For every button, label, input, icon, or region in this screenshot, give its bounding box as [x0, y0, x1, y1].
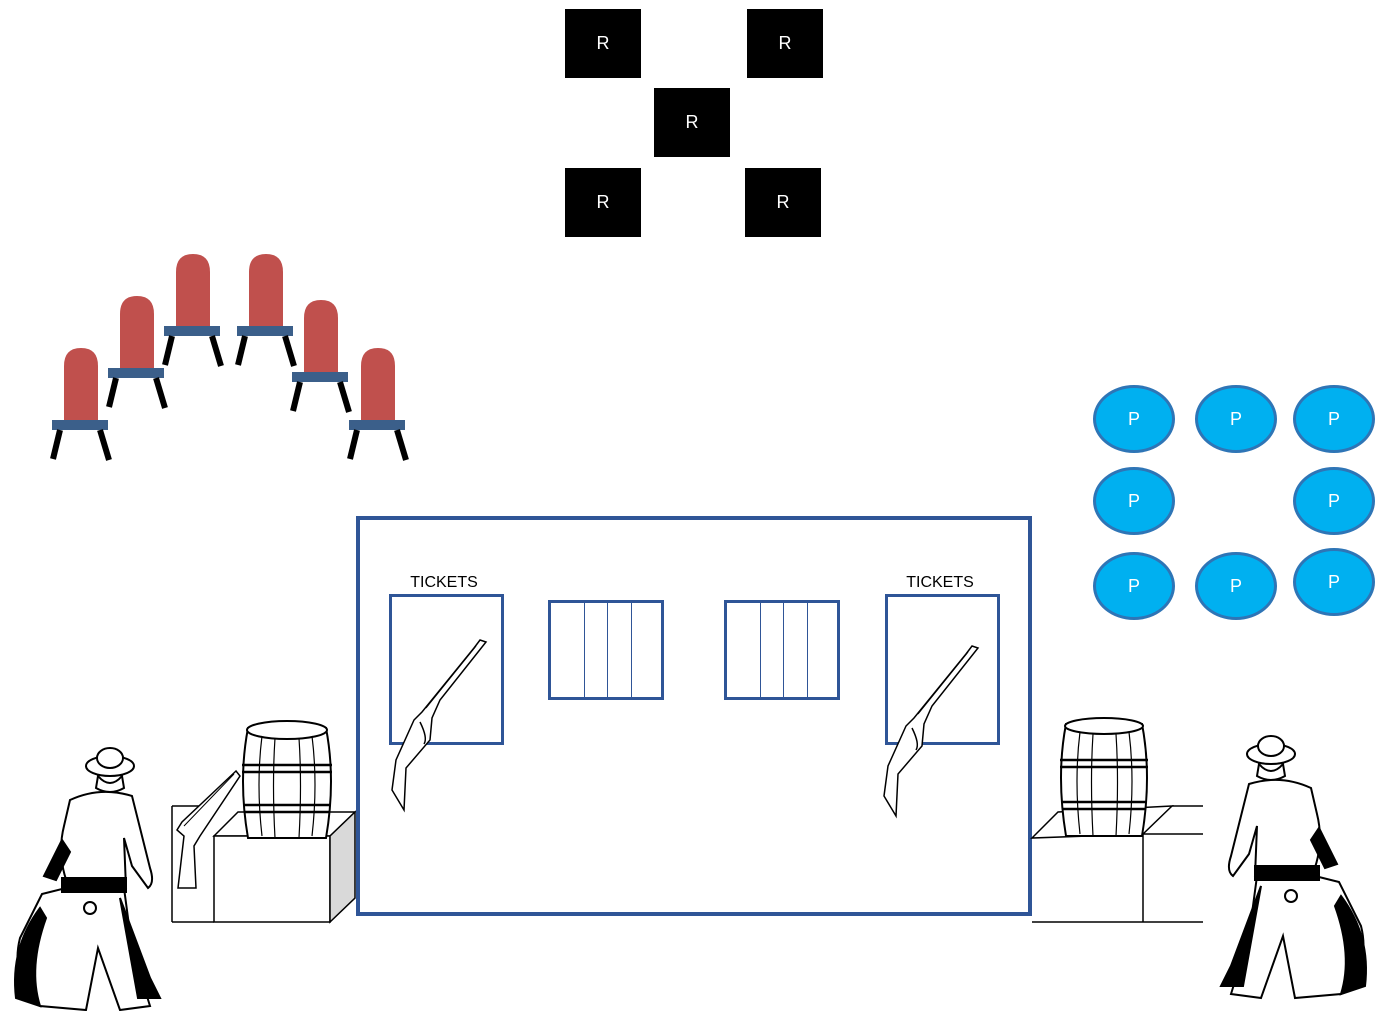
- p-oval: P: [1093, 467, 1175, 535]
- p-oval: P: [1093, 552, 1175, 620]
- r-box: R: [654, 88, 730, 157]
- chair-icon: [162, 254, 224, 367]
- barrel-icon: [1060, 717, 1148, 837]
- barrel-icon: [242, 720, 332, 839]
- r-box: R: [565, 168, 641, 237]
- p-oval: P: [1293, 467, 1375, 535]
- chair-icon: [347, 348, 409, 461]
- ticket-window: [389, 594, 504, 745]
- ticket-label: TICKETS: [410, 574, 478, 591]
- p-oval: P: [1293, 385, 1375, 453]
- p-oval: P: [1195, 385, 1277, 453]
- ticket-window: [885, 594, 1000, 745]
- ticket-label: TICKETS: [906, 574, 974, 591]
- r-box: R: [745, 168, 821, 237]
- barred-window: [548, 600, 664, 700]
- chair-icon: [50, 348, 112, 461]
- chair-icon: [106, 296, 168, 409]
- chair-icon: [290, 300, 352, 413]
- r-box: R: [747, 9, 823, 78]
- r-box: R: [565, 9, 641, 78]
- chair-icon: [235, 254, 297, 367]
- p-oval: P: [1093, 385, 1175, 453]
- p-oval: P: [1195, 552, 1277, 620]
- p-oval: P: [1293, 548, 1375, 616]
- ticket-booth: [356, 516, 1032, 916]
- barred-window: [724, 600, 840, 700]
- rifle-icon: [176, 769, 241, 889]
